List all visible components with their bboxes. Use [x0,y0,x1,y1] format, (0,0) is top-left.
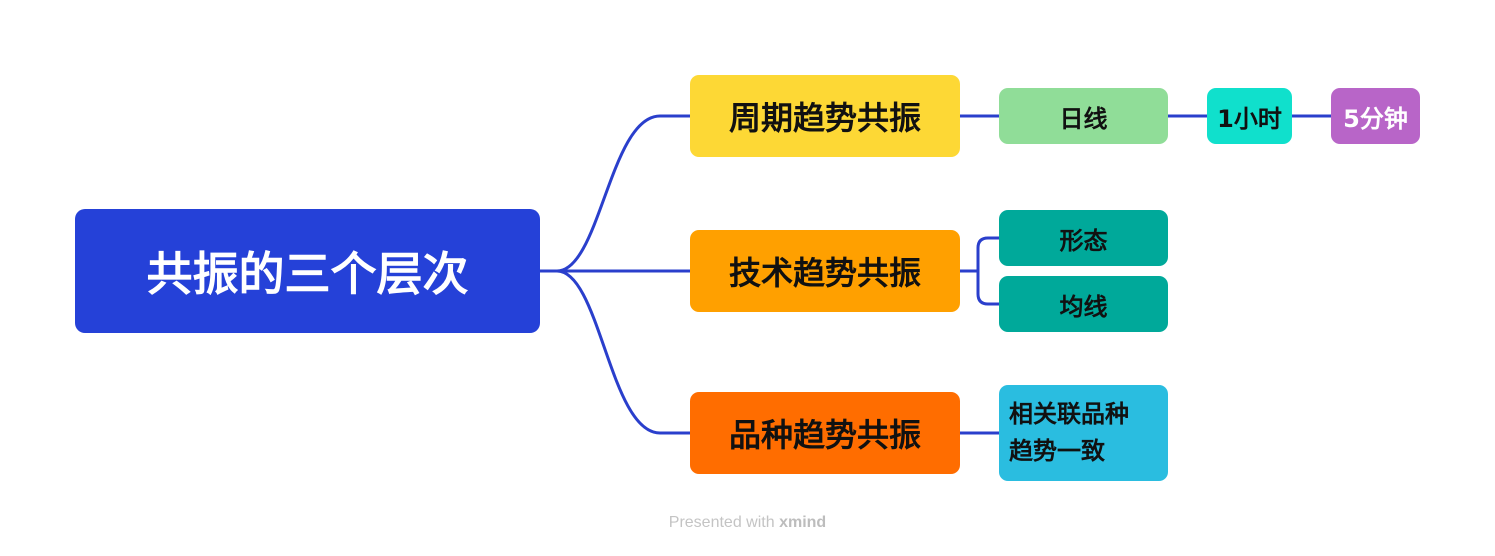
connector-branch2-children [960,236,999,306]
topic-pattern[interactable]: 形态 [999,210,1168,266]
branch-technical-resonance[interactable]: 技术趋势共振 [690,230,960,312]
topic-daily[interactable]: 日线 [999,88,1168,144]
root-topic[interactable]: 共振的三个层次 [75,209,540,333]
connector-root-branch1 [540,114,690,273]
topic-moving-average[interactable]: 均线 [999,276,1168,332]
topic-1-hour[interactable]: 1小时 [1207,88,1292,144]
xmind-brand: xmind [779,514,827,531]
topic-correlated-instruments[interactable]: 相关联品种趋势一致 [999,385,1168,481]
connector-root-branch3 [556,269,690,435]
topic-5-min[interactable]: 5分钟 [1331,88,1420,144]
footer-credit: Presented with xmind [0,514,1495,532]
branch-cycle-resonance[interactable]: 周期趋势共振 [690,75,960,157]
footer-prefix: Presented with [668,514,775,531]
branch-instrument-resonance[interactable]: 品种趋势共振 [690,392,960,474]
